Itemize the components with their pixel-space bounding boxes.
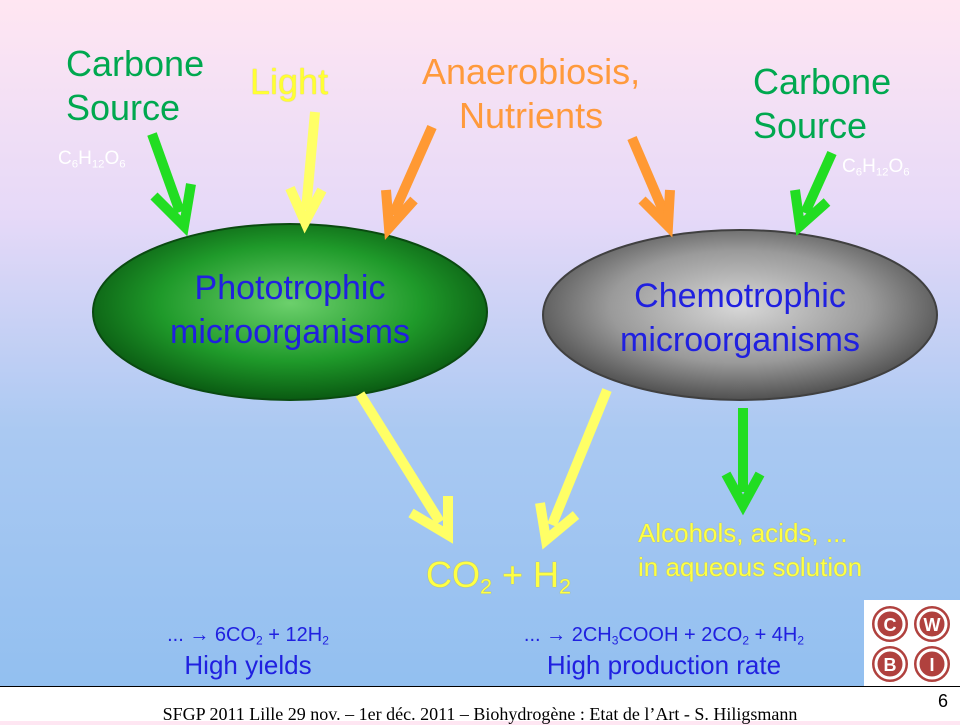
light-label: Light [250, 61, 329, 102]
footer-text: SFGP 2011 Lille 29 nov. – 1er déc. 2011 … [162, 704, 798, 724]
anaerobiosis-label: Anaerobiosis, Nutrients [422, 51, 641, 136]
left-reaction-caption: High yields [184, 649, 312, 680]
gas-product-label: CO2 + H2 [426, 554, 572, 599]
footer: SFGP 2011 Lille 29 nov. – 1er déc. 2011 … [0, 686, 960, 724]
logo-letter-c: C [884, 615, 897, 635]
h2-arrow-left [355, 391, 453, 544]
carbon-source-right-label: Carbone Source [753, 61, 892, 146]
phototrophic-ellipse [92, 223, 488, 401]
liquid-arrow [721, 408, 765, 516]
anaerobiosis-arrow-left [381, 124, 437, 241]
cwbi-logo: C W B I [864, 600, 960, 686]
carbon-arrow-right [790, 150, 837, 236]
right-reaction-caption: High production rate [546, 649, 782, 680]
glucose-formula-left: C6H12O6 [58, 148, 126, 171]
logo-letter-i: I [929, 655, 934, 675]
right-reaction: ... → 2CH3COOH + 2CO2 + 4H2 High product… [494, 624, 834, 681]
left-reaction: ... → 6CO2 + 12H2 High yields [148, 624, 348, 681]
glucose-formula-right: C6H12O6 [842, 156, 910, 179]
page-number: 6 [937, 691, 948, 711]
carbon-source-left-label: Carbone Source [66, 43, 205, 128]
carbon-arrow-left [147, 132, 196, 237]
light-arrow [285, 111, 327, 234]
logo-letter-b: B [884, 655, 897, 675]
chemotrophic-label: Chemotrophic microorganisms [620, 277, 860, 359]
anaerobiosis-arrow-right [627, 136, 675, 238]
phototrophic-label: Phototrophic microorganisms [170, 269, 410, 351]
liquid-product-label: Alcohols, acids, ... in aqueous solution [638, 518, 863, 582]
logo-letter-w: W [924, 615, 941, 635]
h2-arrow-right [535, 388, 612, 550]
chemotrophic-ellipse [542, 229, 938, 401]
